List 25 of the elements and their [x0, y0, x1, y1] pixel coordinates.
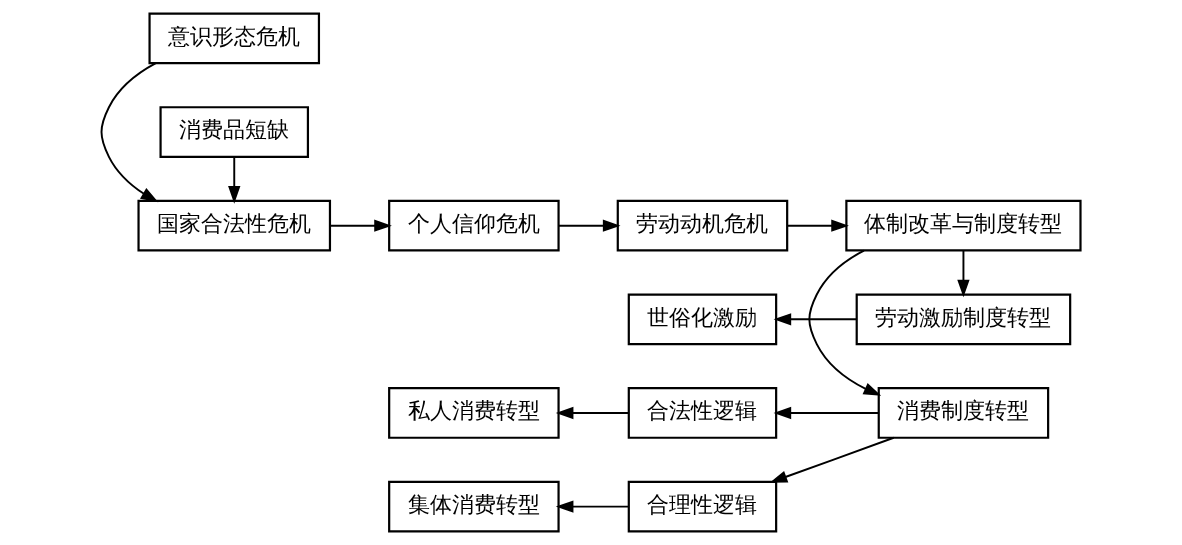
arrow — [773, 313, 858, 326]
arrow — [957, 249, 970, 298]
arrow — [555, 500, 630, 513]
arrow — [557, 219, 621, 232]
node-box: 私人消费转型 — [388, 387, 560, 439]
arrow — [100, 62, 159, 203]
arrow — [786, 219, 849, 232]
node-box: 劳动激励制度转型 — [855, 293, 1072, 346]
node-box: 国家合法性危机 — [137, 199, 332, 252]
node-box: 意识形态危机 — [148, 12, 321, 65]
node-box: 世俗化激励 — [627, 293, 778, 346]
arrow — [773, 406, 880, 420]
node-box: 劳动动机危机 — [616, 199, 789, 252]
node-box: 集体消费转型 — [388, 480, 560, 533]
node-box: 消费品短缺 — [159, 106, 310, 158]
node-box: 个人信仰危机 — [388, 199, 560, 252]
arrow — [808, 249, 882, 396]
arrow — [329, 219, 392, 232]
arrow — [555, 406, 630, 420]
arrow — [769, 436, 895, 483]
node-box: 合法性逻辑 — [627, 387, 778, 439]
node-box: 合理性逻辑 — [627, 480, 778, 533]
node-box: 体制改革与制度转型 — [845, 199, 1082, 252]
arrow — [228, 156, 241, 204]
node-box: 消费制度转型 — [877, 387, 1050, 439]
